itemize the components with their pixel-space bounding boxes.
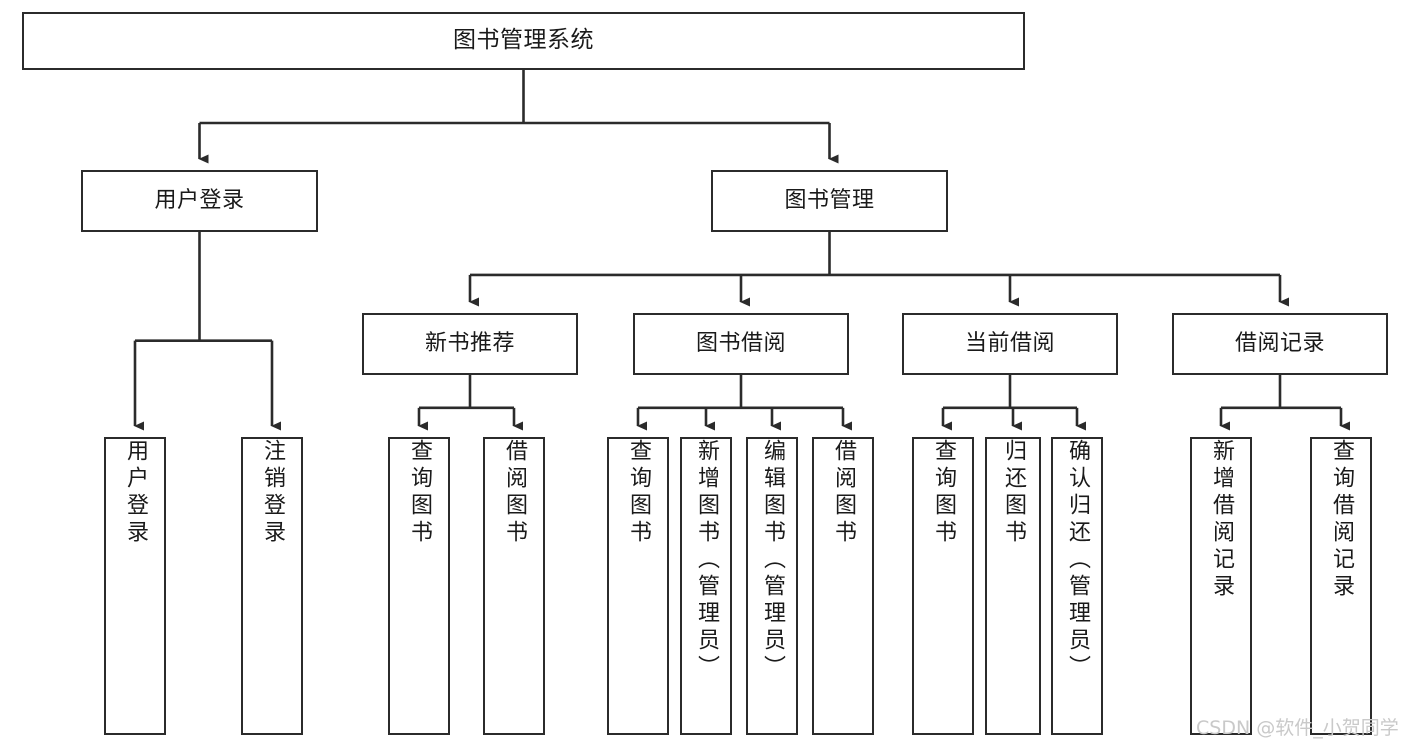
node-newbook[interactable]: 新书推荐 <box>362 313 578 375</box>
node-label: 新书推荐 <box>424 331 515 357</box>
node-leaf-login-out[interactable]: 注销登录 <box>241 437 303 735</box>
node-label: 新增图书（管理员） <box>694 439 719 682</box>
node-leaf-bor-edit[interactable]: 编辑图书（管理员） <box>746 437 798 735</box>
node-leaf-new-borrow[interactable]: 借阅图书 <box>483 437 545 735</box>
node-label: 图书管理 <box>784 188 875 214</box>
node-label: 当前借阅 <box>964 331 1055 357</box>
node-root[interactable]: 图书管理系统 <box>22 12 1025 70</box>
node-bookmgmt[interactable]: 图书管理 <box>711 170 948 232</box>
node-login[interactable]: 用户登录 <box>81 170 318 232</box>
node-leaf-cur-query[interactable]: 查询图书 <box>912 437 974 735</box>
node-label: 查询借阅记录 <box>1329 439 1354 601</box>
node-label: 查询图书 <box>407 439 432 547</box>
node-leaf-rec-query[interactable]: 查询借阅记录 <box>1310 437 1372 735</box>
node-leaf-new-query[interactable]: 查询图书 <box>388 437 450 735</box>
node-label: 新增借阅记录 <box>1209 439 1234 601</box>
node-label: 确认归还（管理员） <box>1065 439 1090 682</box>
node-leaf-bor-add[interactable]: 新增图书（管理员） <box>680 437 732 735</box>
node-label: 借阅图书 <box>831 439 856 547</box>
node-records[interactable]: 借阅记录 <box>1172 313 1388 375</box>
node-label: 注销登录 <box>260 439 285 547</box>
node-label: 用户登录 <box>123 439 148 547</box>
node-leaf-cur-return[interactable]: 归还图书 <box>985 437 1041 735</box>
node-label: 归还图书 <box>1001 439 1026 547</box>
node-label: 图书管理系统 <box>453 27 594 54</box>
node-leaf-rec-add[interactable]: 新增借阅记录 <box>1190 437 1252 735</box>
node-label: 查询图书 <box>626 439 651 547</box>
node-label: 借阅图书 <box>502 439 527 547</box>
node-label: 借阅记录 <box>1234 331 1325 357</box>
node-borrow[interactable]: 图书借阅 <box>633 313 849 375</box>
node-leaf-bor-query[interactable]: 查询图书 <box>607 437 669 735</box>
node-leaf-login-in[interactable]: 用户登录 <box>104 437 166 735</box>
node-label: 编辑图书（管理员） <box>760 439 785 682</box>
node-label: 用户登录 <box>154 188 245 214</box>
node-current[interactable]: 当前借阅 <box>902 313 1118 375</box>
node-label: 查询图书 <box>931 439 956 547</box>
watermark: CSDN @软件_小贺同学 <box>1196 717 1399 739</box>
node-leaf-cur-confirm[interactable]: 确认归还（管理员） <box>1051 437 1103 735</box>
node-label: 图书借阅 <box>695 331 786 357</box>
node-leaf-bor-lend[interactable]: 借阅图书 <box>812 437 874 735</box>
